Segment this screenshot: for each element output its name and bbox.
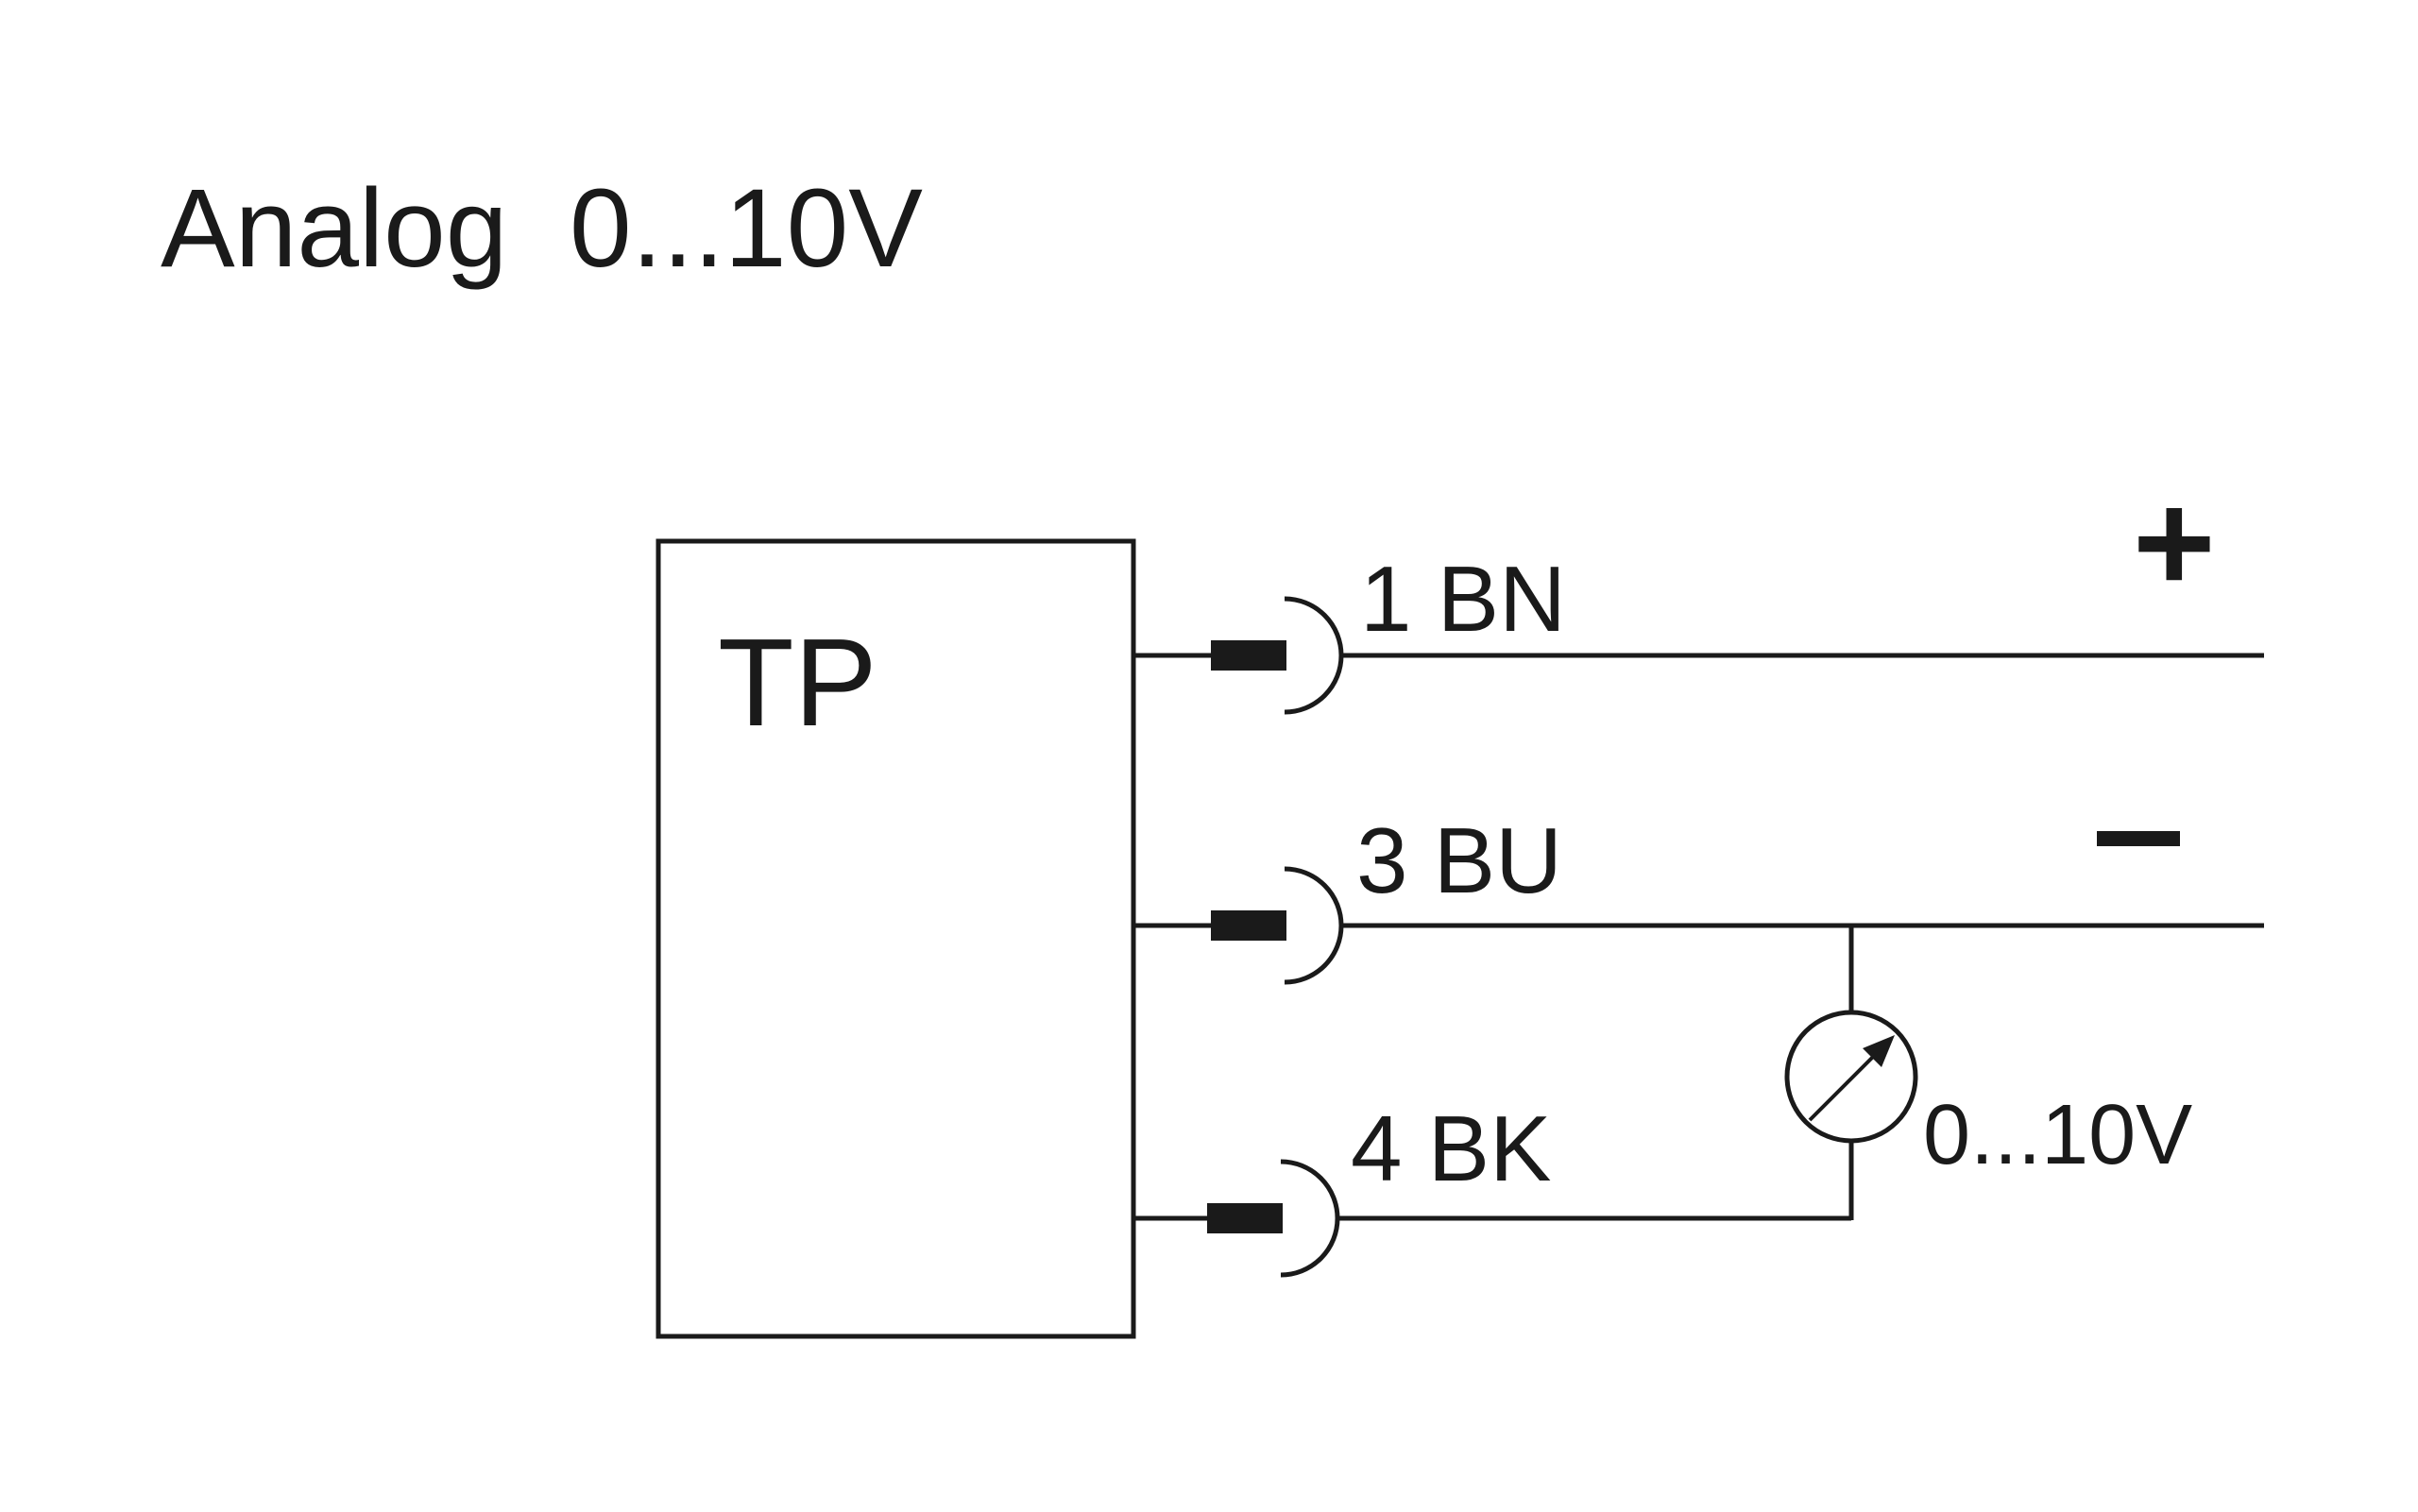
voltmeter-needle bbox=[1808, 1048, 1882, 1122]
device-label: TP bbox=[718, 613, 877, 752]
pin-3-plug bbox=[1211, 910, 1286, 941]
minus-sign bbox=[2097, 831, 2180, 846]
pin-1-plug bbox=[1211, 640, 1286, 671]
socket-4-arc bbox=[1280, 1159, 1340, 1278]
meter-label: 0...10V bbox=[1923, 1088, 2192, 1182]
diagram-title: Analog 0...10V bbox=[161, 166, 923, 291]
wire-4-bk: 4 BK bbox=[1133, 1096, 1851, 1278]
voltmeter-arrow-head bbox=[1863, 1035, 1895, 1067]
socket-3-arc bbox=[1284, 866, 1344, 985]
meter-branch: 0...10V bbox=[1784, 926, 2192, 1220]
wire-4-label: 4 BK bbox=[1351, 1096, 1551, 1200]
plus-sign: + bbox=[2133, 463, 2216, 621]
pin-4-plug bbox=[1207, 1203, 1283, 1233]
wire-3-bu: 3 BU bbox=[1133, 808, 2264, 985]
wire-3-label: 3 BU bbox=[1356, 808, 1562, 912]
socket-1-arc bbox=[1284, 596, 1344, 715]
wire-1-bn: 1 BN bbox=[1133, 547, 2264, 715]
device-box bbox=[656, 538, 1136, 1339]
wire-1-label: 1 BN bbox=[1360, 547, 1566, 651]
